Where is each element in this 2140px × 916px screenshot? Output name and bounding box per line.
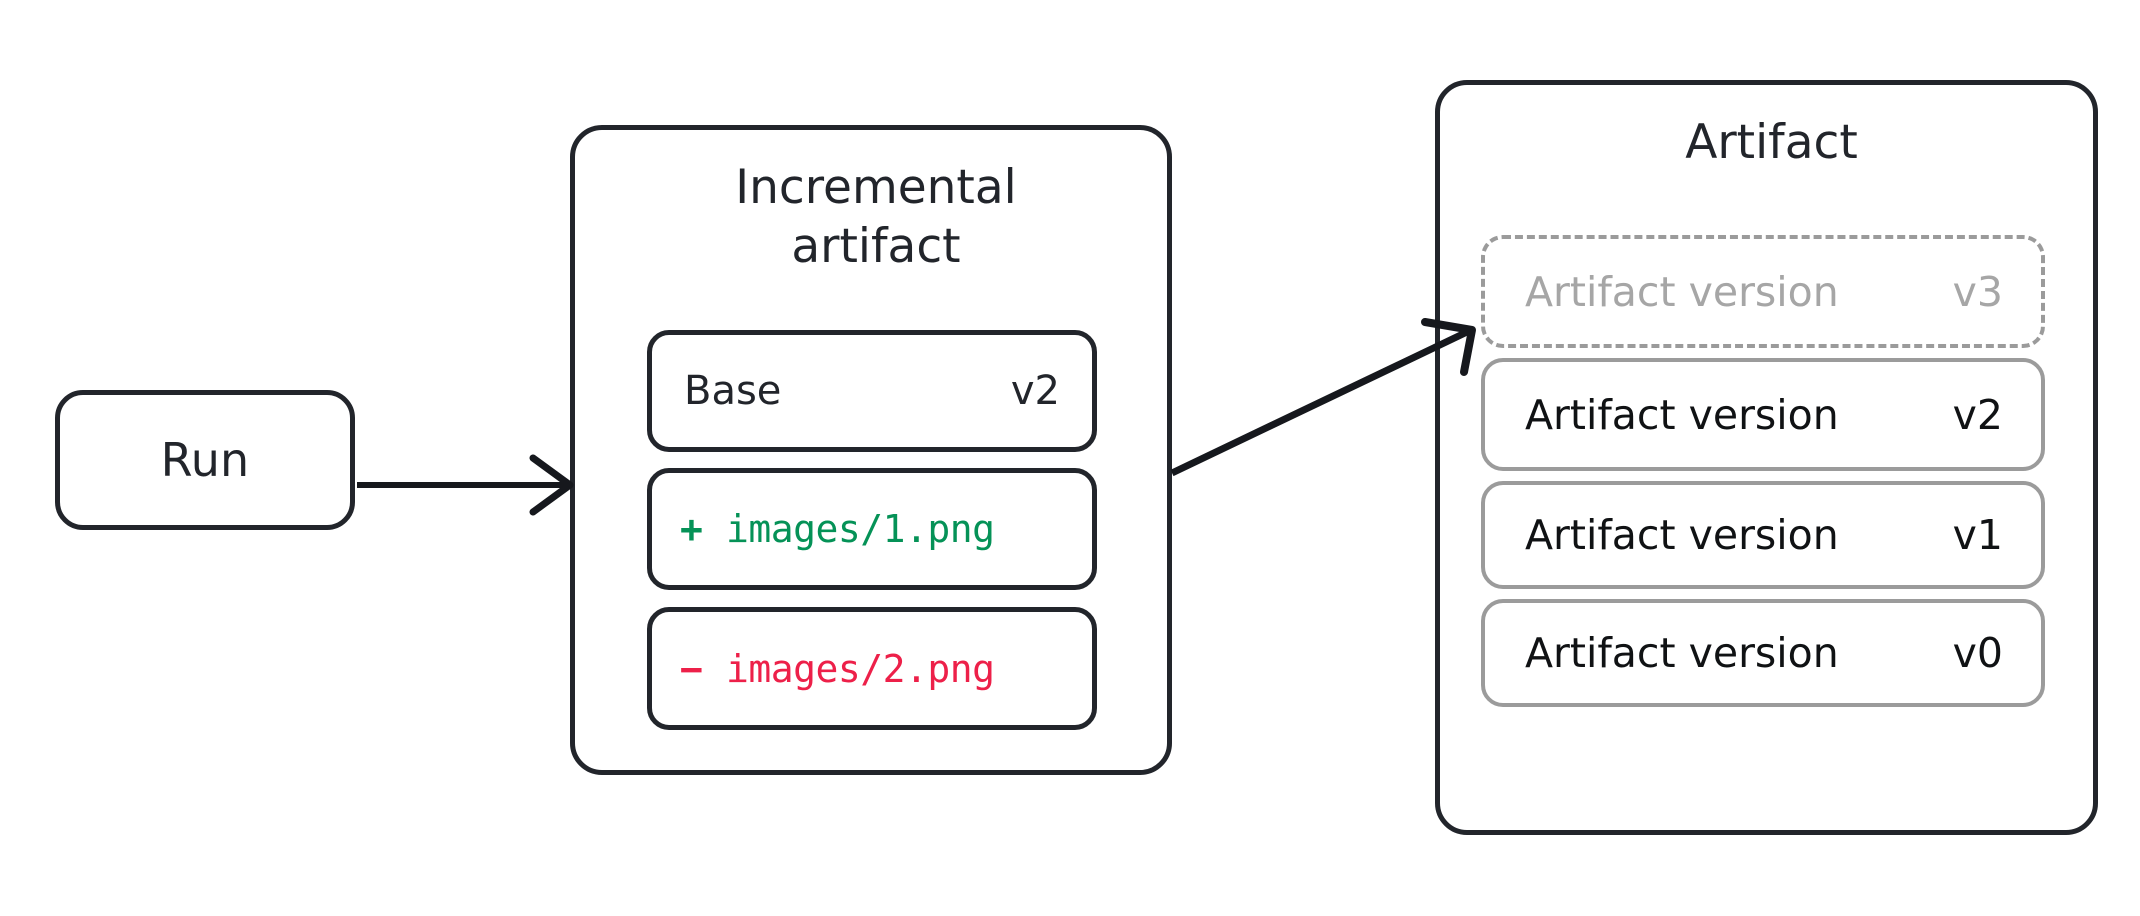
- run-node-label: Run: [160, 433, 250, 487]
- run-node[interactable]: Run: [55, 390, 355, 530]
- artifact-version-number-v1: v1: [1952, 511, 2003, 559]
- base-chip-label: Base: [684, 368, 782, 414]
- incremental-artifact-title-line1: Incremental: [735, 160, 1017, 215]
- diff-remove-path: images/2.png: [726, 646, 995, 691]
- artifact-version-number-v0: v0: [1952, 629, 2003, 677]
- diff-chip-remove[interactable]: − images/2.png: [647, 607, 1097, 730]
- artifact-panel[interactable]: Artifact Artifact version v3 Artifact ve…: [1435, 80, 2098, 835]
- base-chip-version: v2: [1010, 368, 1060, 414]
- artifact-version-number-v2: v2: [1952, 390, 2003, 439]
- artifact-version-label-v2: Artifact version: [1525, 390, 1839, 439]
- diff-add-sign-icon: +: [680, 507, 703, 551]
- incremental-artifact-title-line2: artifact: [791, 219, 961, 274]
- base-chip[interactable]: Base v2: [647, 330, 1097, 452]
- artifact-version-label-v3: Artifact version: [1525, 267, 1839, 316]
- artifact-panel-title: Artifact: [1685, 115, 1858, 170]
- artifact-version-number-v3: v3: [1952, 267, 2003, 316]
- incremental-artifact-title: Incremental artifact: [575, 158, 1177, 276]
- diff-remove-sign-icon: −: [680, 646, 703, 691]
- artifact-version-chip-v0[interactable]: Artifact version v0: [1481, 599, 2045, 707]
- artifact-version-chip-v2[interactable]: Artifact version v2: [1481, 358, 2045, 471]
- artifact-version-label-v1: Artifact version: [1525, 511, 1839, 559]
- arrow-run-to-incremental: [357, 454, 574, 516]
- diff-chip-add[interactable]: + images/1.png: [647, 468, 1097, 590]
- diff-add-path: images/1.png: [726, 507, 995, 551]
- artifact-version-chip-v1[interactable]: Artifact version v1: [1481, 481, 2045, 589]
- artifact-version-label-v0: Artifact version: [1525, 629, 1839, 677]
- incremental-artifact-panel[interactable]: Incremental artifact Base v2 + images/1.…: [570, 125, 1172, 775]
- arrow-incremental-to-artifact-v3: [1170, 318, 1476, 477]
- artifact-version-chip-v3[interactable]: Artifact version v3: [1481, 235, 2045, 348]
